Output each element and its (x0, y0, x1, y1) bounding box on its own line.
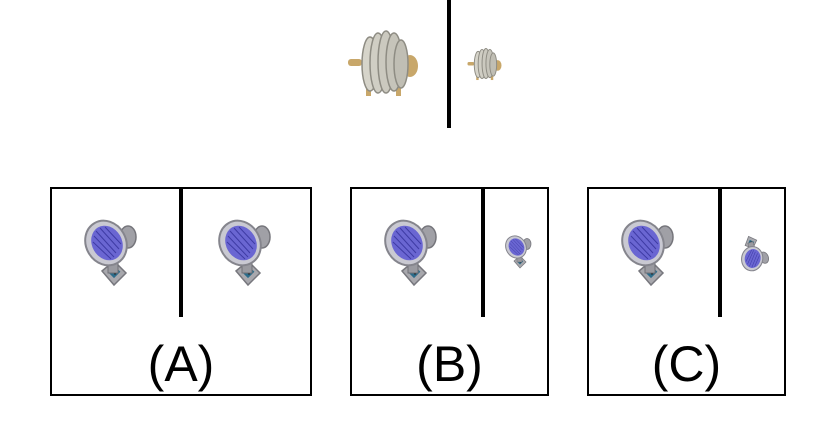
option-b-right-fan (504, 235, 532, 271)
option-c[interactable]: (C) (587, 187, 786, 396)
option-a-divider (179, 189, 183, 317)
fan-icon (504, 235, 532, 269)
fan-icon (82, 219, 137, 286)
reference-sheep-small (466, 47, 502, 81)
fan-icon (216, 219, 271, 286)
option-b-left-fan (382, 219, 438, 291)
option-c-divider (718, 189, 722, 317)
fan-icon (382, 219, 437, 286)
option-c-left-fan (619, 219, 675, 291)
option-a-left-fan (82, 219, 138, 291)
option-a-right-fan (216, 219, 272, 291)
option-b[interactable]: (B) (350, 187, 549, 396)
option-b-divider (481, 189, 485, 317)
sheep-icon (348, 30, 418, 96)
fan-icon (619, 219, 674, 286)
reference-sheep-large (346, 28, 418, 98)
option-b-label: (B) (416, 336, 483, 392)
reference-divider (447, 0, 451, 128)
option-c-label: (C) (651, 336, 722, 392)
sheep-icon (467, 47, 502, 81)
option-c-right-fan (731, 231, 773, 275)
option-a[interactable]: (A) (50, 187, 312, 396)
fan-icon (731, 231, 773, 275)
option-a-label: (A) (147, 336, 215, 392)
